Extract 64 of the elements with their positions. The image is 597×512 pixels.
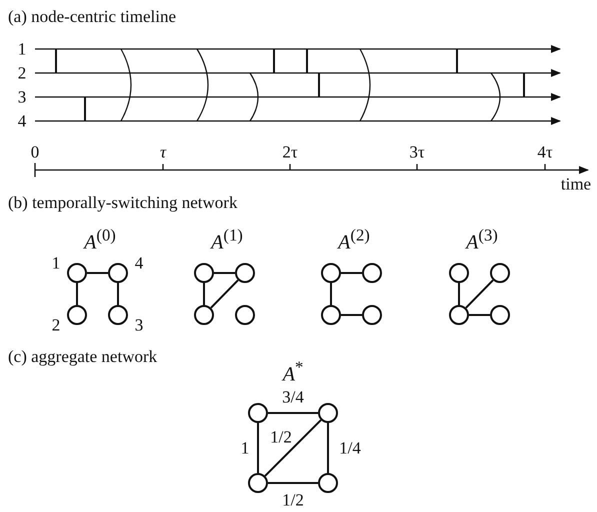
node-circle xyxy=(321,305,341,325)
graph-title: A$^{(1)}$ xyxy=(211,228,243,252)
graph-title: A$^{*}$ xyxy=(282,360,304,384)
node-circle xyxy=(248,403,268,423)
tick-label: 4τ xyxy=(537,144,553,160)
edge-line xyxy=(465,279,494,309)
node-circle xyxy=(108,263,128,283)
node-circle xyxy=(318,473,338,493)
edge-line xyxy=(469,314,490,316)
tick-label: 2τ xyxy=(282,144,298,160)
node-circle xyxy=(248,473,268,493)
node-circle xyxy=(490,305,510,325)
node-circle xyxy=(362,305,382,325)
graph-title: A$^{(0)}$ xyxy=(84,228,116,252)
section-heading: (c) aggregate network xyxy=(8,348,158,365)
node-circle xyxy=(449,263,469,283)
edge-line xyxy=(327,423,329,473)
edge-line xyxy=(210,279,239,309)
node-circle xyxy=(108,305,128,325)
node-label: 1 xyxy=(52,254,60,272)
tick-label: 0 xyxy=(30,144,40,160)
node-circle xyxy=(67,263,87,283)
edge-line xyxy=(268,482,318,484)
tick-label: τ xyxy=(160,144,166,160)
line-label: 2 xyxy=(18,64,26,82)
edge-label: 1/2 xyxy=(282,492,304,508)
edge-line xyxy=(268,412,318,414)
node-circle xyxy=(318,403,338,423)
graph-title: A$^{(2)}$ xyxy=(338,228,370,252)
axis-label: time xyxy=(560,176,592,192)
line-label: 1 xyxy=(18,40,26,58)
edge-label: 1 xyxy=(240,440,250,456)
node-label: 4 xyxy=(134,254,144,272)
edge-label: 1/2 xyxy=(270,428,292,446)
node-circle xyxy=(235,263,255,283)
edge-line xyxy=(76,283,78,305)
node-circle xyxy=(235,305,255,325)
section-heading: (a) node-centric timeline xyxy=(8,8,176,25)
edge-label: 1/4 xyxy=(339,440,361,456)
node-circle xyxy=(449,305,469,325)
graph-title: A$^{(3)}$ xyxy=(466,228,498,252)
node-circle xyxy=(67,305,87,325)
edge-line xyxy=(214,272,235,274)
node-label: 3 xyxy=(134,316,144,334)
edge-label: 3/4 xyxy=(282,388,304,406)
node-circle xyxy=(194,305,214,325)
node-circle xyxy=(321,263,341,283)
edge-line xyxy=(264,419,322,477)
section-heading: (b) temporally-switching network xyxy=(8,194,238,211)
line-label: 4 xyxy=(18,112,26,130)
edge-line xyxy=(257,423,259,473)
line-label: 3 xyxy=(18,88,26,106)
edge-line xyxy=(203,283,205,305)
edge-line xyxy=(341,272,362,274)
node-circle xyxy=(194,263,214,283)
node-circle xyxy=(490,263,510,283)
edge-line xyxy=(341,314,362,316)
edge-line xyxy=(87,272,108,274)
tick-label: 3τ xyxy=(409,144,425,160)
edge-line xyxy=(117,283,119,305)
node-circle xyxy=(362,263,382,283)
node-label: 2 xyxy=(52,316,60,334)
edge-line xyxy=(458,283,460,305)
edge-line xyxy=(330,283,332,305)
